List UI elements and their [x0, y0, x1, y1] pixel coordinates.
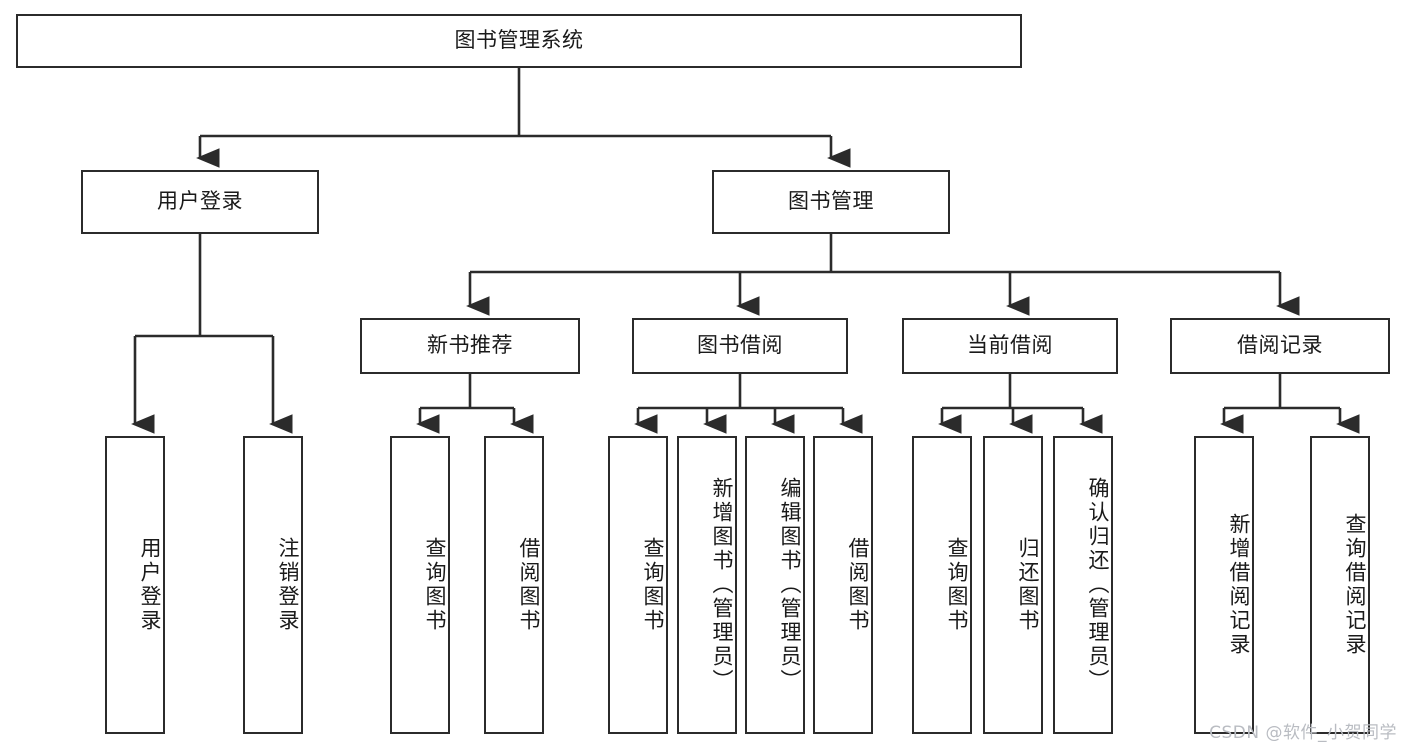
- leaf-add-borrow-record[interactable]: 新增借阅记录: [1194, 436, 1254, 734]
- leaf-add-book-admin[interactable]: 新增图书（管理员）: [677, 436, 737, 734]
- node-new-book-recommend-label: 新书推荐: [427, 333, 513, 358]
- node-user-login[interactable]: 用户登录: [81, 170, 319, 234]
- leaf-borrow-book-label: 借阅图书: [846, 537, 870, 633]
- leaf-user-login-label: 用户登录: [138, 537, 162, 633]
- leaf-borrow-book[interactable]: 借阅图书: [813, 436, 873, 734]
- node-book-borrow[interactable]: 图书借阅: [632, 318, 848, 374]
- node-root-label: 图书管理系统: [454, 28, 584, 53]
- node-user-login-label: 用户登录: [157, 189, 243, 214]
- leaf-confirm-return-admin[interactable]: 确认归还（管理员）: [1053, 436, 1113, 734]
- leaf-query-borrow-record[interactable]: 查询借阅记录: [1310, 436, 1370, 734]
- leaf-query-book-borrow-label: 查询图书: [641, 537, 665, 633]
- leaf-query-book-recommend[interactable]: 查询图书: [390, 436, 450, 734]
- node-root[interactable]: 图书管理系统: [16, 14, 1022, 68]
- leaf-query-book-borrow[interactable]: 查询图书: [608, 436, 668, 734]
- leaf-return-book-label: 归还图书: [1016, 537, 1040, 633]
- node-new-book-recommend[interactable]: 新书推荐: [360, 318, 580, 374]
- node-book-management-label: 图书管理: [788, 189, 874, 214]
- leaf-borrow-book-recommend-label: 借阅图书: [517, 537, 541, 633]
- leaf-add-borrow-record-label: 新增借阅记录: [1227, 513, 1251, 657]
- leaf-user-logout[interactable]: 注销登录: [243, 436, 303, 734]
- node-current-borrow[interactable]: 当前借阅: [902, 318, 1118, 374]
- leaf-user-login[interactable]: 用户登录: [105, 436, 165, 734]
- leaf-query-book-current[interactable]: 查询图书: [912, 436, 972, 734]
- node-book-borrow-label: 图书借阅: [697, 333, 783, 358]
- leaf-borrow-book-recommend[interactable]: 借阅图书: [484, 436, 544, 734]
- leaf-query-book-current-label: 查询图书: [945, 537, 969, 633]
- leaf-confirm-return-admin-label: 确认归还（管理员）: [1086, 477, 1110, 693]
- watermark: CSDN @软件_小贺同学: [1209, 723, 1397, 743]
- node-book-management[interactable]: 图书管理: [712, 170, 950, 234]
- leaf-edit-book-admin-label: 编辑图书（管理员）: [778, 477, 802, 693]
- leaf-add-book-admin-label: 新增图书（管理员）: [710, 477, 734, 693]
- node-borrow-record[interactable]: 借阅记录: [1170, 318, 1390, 374]
- leaf-query-borrow-record-label: 查询借阅记录: [1343, 513, 1367, 657]
- leaf-query-book-recommend-label: 查询图书: [423, 537, 447, 633]
- node-borrow-record-label: 借阅记录: [1237, 333, 1323, 358]
- node-current-borrow-label: 当前借阅: [967, 333, 1053, 358]
- leaf-user-logout-label: 注销登录: [276, 537, 300, 633]
- leaf-return-book[interactable]: 归还图书: [983, 436, 1043, 734]
- leaf-edit-book-admin[interactable]: 编辑图书（管理员）: [745, 436, 805, 734]
